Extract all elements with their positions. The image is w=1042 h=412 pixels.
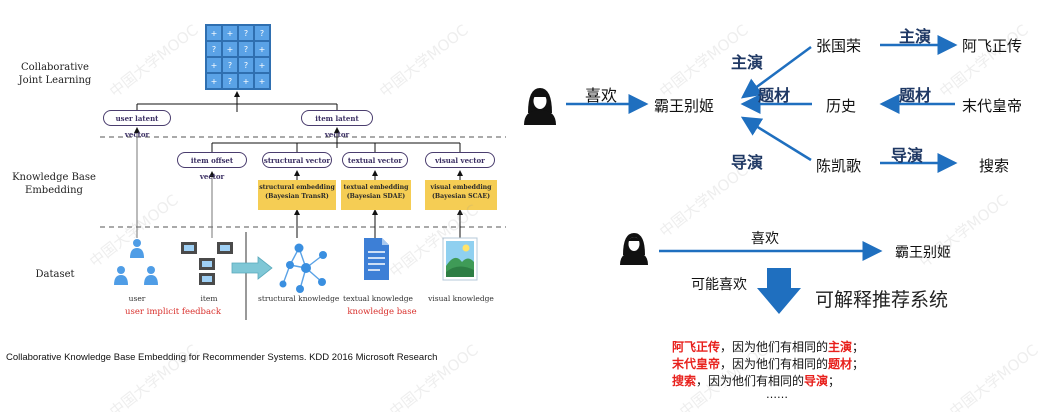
film-icons	[181, 242, 233, 285]
edge-direct1: 导演	[731, 153, 764, 172]
reason-mid: ，因为他们有相同的	[720, 357, 829, 371]
note-implicit-feedback: user implicit feedback	[125, 307, 221, 317]
matrix-cell: +	[206, 73, 222, 89]
matrix-cell: ?	[238, 25, 254, 41]
reason-item: 末代皇帝	[672, 357, 721, 371]
caption-visual: visual knowledge	[428, 294, 494, 303]
edge-star1: 主演	[731, 53, 764, 72]
node-director: 陈凯歌	[816, 157, 862, 175]
edge-like: 喜欢	[585, 86, 618, 105]
note-knowledge-base: knowledge base	[347, 307, 417, 317]
user-icons	[114, 239, 158, 285]
arrow-star1	[740, 45, 812, 99]
matrix-cell: ?	[238, 41, 254, 57]
reason-end: ；	[828, 374, 841, 388]
box-visual-embedding: visual embedding (Bayesian SCAE)	[425, 180, 497, 210]
reason-item: 阿飞正传	[672, 340, 721, 354]
bottom-movie: 霸王别姬	[895, 245, 951, 261]
label-collaborative: Collaborative Joint Learning	[18, 62, 92, 86]
matrix-cell: +	[206, 57, 222, 73]
reason-line: 搜索，因为他们有相同的导演；	[672, 372, 840, 389]
reason-attr: 导演	[804, 374, 829, 388]
matrix-cell: +	[254, 57, 270, 73]
caption-structural: structural knowledge	[258, 294, 340, 303]
female-user-icon-bottom	[620, 233, 648, 265]
reason-ellipsis: ……	[766, 388, 788, 401]
matrix-cell: ?	[238, 57, 254, 73]
rating-matrix: ++???+?++??++?++	[205, 24, 271, 90]
reason-line: 末代皇帝，因为他们有相同的题材；	[672, 355, 864, 372]
matrix-cell: +	[254, 41, 270, 57]
matrix-cell: ?	[222, 73, 238, 89]
box-textual-embedding: textual embedding (Bayesian SDAE)	[341, 180, 411, 210]
matrix-cell: +	[222, 41, 238, 57]
node-actor: 张国荣	[816, 37, 862, 55]
label-knowledge-base: Knowledge Base Embedding	[12, 172, 96, 196]
caption-textual: textual knowledge	[343, 294, 413, 303]
box-structural-embedding: structural embedding (Bayesian TransR)	[258, 180, 336, 210]
edge-theme1: 题材	[758, 86, 791, 105]
node-movie: 霸王别姬	[654, 97, 715, 115]
edge-direct2: 导演	[891, 146, 924, 165]
reason-attr: 题材	[828, 357, 853, 371]
reason-end: ；	[852, 340, 865, 354]
matrix-cell: +	[254, 73, 270, 89]
matrix-cell: +	[238, 73, 254, 89]
edge-star2: 主演	[899, 27, 932, 46]
node-last-emperor: 末代皇帝	[962, 97, 1023, 115]
bottom-like: 喜欢	[751, 231, 779, 247]
caption-item: item	[200, 294, 218, 303]
explainable-title: 可解释推荐系统	[815, 289, 949, 311]
pill-textual: textual vector	[342, 152, 408, 168]
matrix-cell: ?	[206, 41, 222, 57]
caption-user: user	[128, 294, 146, 303]
pill-user-latent: user latent vector	[103, 110, 171, 139]
matrix-cell: +	[206, 25, 222, 41]
reason-attr: 主演	[828, 340, 853, 354]
edge-theme2: 题材	[899, 86, 932, 105]
reason-item: 搜索	[672, 374, 697, 388]
arrow-direct1	[740, 116, 812, 162]
reason-mid: ，因为他们有相同的	[720, 340, 829, 354]
document-icon	[364, 238, 389, 280]
teal-arrow-icon	[231, 256, 273, 280]
reason-line: 阿飞正传，因为他们有相同的主演；	[672, 338, 864, 355]
pill-structural: structural vector	[262, 152, 332, 168]
picture-icon	[442, 237, 478, 281]
node-history: 历史	[826, 97, 857, 115]
matrix-cell: +	[222, 25, 238, 41]
female-user-icon-top	[524, 88, 556, 125]
reason-end: ；	[852, 357, 865, 371]
pill-visual: visual vector	[425, 152, 495, 168]
node-search: 搜索	[979, 157, 1010, 175]
pill-item-latent: item latent vector	[301, 110, 373, 139]
node-feige: 阿飞正传	[962, 37, 1023, 55]
citation: Collaborative Knowledge Base Embedding f…	[6, 352, 438, 363]
matrix-cell: ?	[222, 57, 238, 73]
bottom-maybe-like: 可能喜欢	[691, 277, 747, 293]
down-arrow-icon	[757, 268, 801, 314]
reason-mid: ，因为他们有相同的	[696, 374, 805, 388]
pill-item-offset: item offset vector	[177, 152, 247, 181]
matrix-cell: ?	[254, 25, 270, 41]
label-dataset: Dataset	[35, 269, 75, 280]
